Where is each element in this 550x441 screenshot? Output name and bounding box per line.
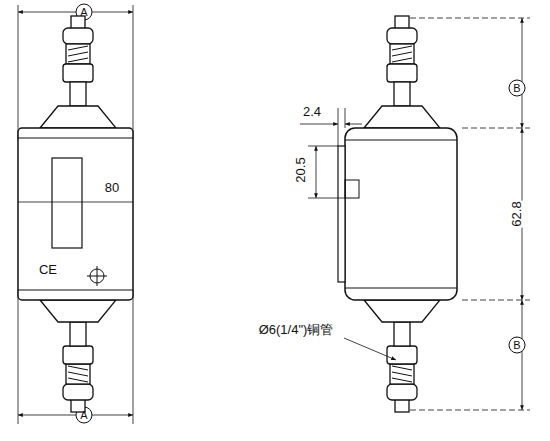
dimension-callout: B [512, 339, 521, 351]
front-view [18, 4, 133, 424]
ce-mark: CE [38, 263, 58, 277]
dimension-value: 20.5 [294, 156, 308, 183]
dimension-callout: A [79, 409, 88, 421]
side-view [300, 16, 530, 412]
tube-label: Ø6(1/4")铜管 [258, 323, 335, 337]
dimension-callout: A [79, 6, 88, 18]
dimension-value: 2.4 [302, 105, 322, 119]
dimension-value: 80 [104, 181, 120, 195]
dimension-value: 62.8 [510, 200, 524, 227]
dimension-callout: B [512, 82, 521, 94]
